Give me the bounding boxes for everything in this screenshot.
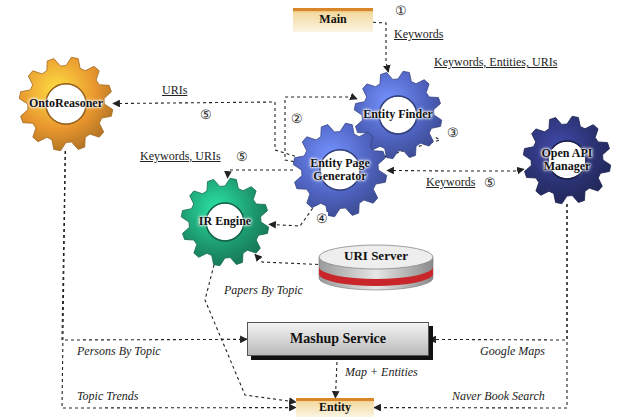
node-label: URI Server — [344, 249, 408, 263]
edge-label: URIs — [160, 84, 189, 98]
callout-number: ③ — [447, 126, 459, 140]
mashup-box: Mashup Service — [247, 322, 429, 356]
connector-arrow — [387, 169, 524, 171]
edge-label: Papers By Topic — [222, 284, 305, 298]
connector-arrow — [429, 204, 567, 340]
connector-arrow — [113, 102, 295, 156]
open-api-gear: Open API Manager — [522, 115, 612, 205]
page-generator-gear: Entity Page Generator — [292, 122, 388, 218]
connector-arrow — [62, 151, 296, 408]
onto-reasoner-gear: OntoReasoner — [18, 56, 114, 152]
node-label: Mashup Service — [290, 331, 386, 346]
edge-label: Keywords — [424, 176, 477, 190]
callout-number: ⑤ — [200, 108, 212, 122]
gear-body — [181, 178, 268, 265]
edge-label: Keywords — [392, 28, 445, 42]
main-bar: Main — [293, 8, 373, 32]
node-label: OntoReasoner — [29, 97, 103, 110]
node-label: Open API Manager — [528, 147, 607, 173]
bar-fill — [296, 398, 374, 417]
edge-label: Keywords, Entities, URIs — [432, 56, 559, 70]
callout-number: ⑤ — [236, 150, 248, 164]
connector-arrow — [373, 22, 388, 72]
node-label: Main — [319, 13, 346, 26]
node-label: Entity Finder — [363, 108, 433, 121]
edge-label: Google Maps — [478, 345, 547, 359]
connector-arrow — [335, 356, 337, 398]
entity-bar: Entity — [296, 398, 374, 417]
edge-label: Topic Trends — [75, 390, 140, 404]
uri-server-disk: URI Server — [318, 243, 434, 291]
callout-number: ② — [291, 112, 303, 126]
callout-number: ④ — [316, 212, 328, 226]
gear-body — [523, 116, 610, 203]
edge-label: Persons By Topic — [75, 345, 163, 359]
box-fill — [248, 323, 429, 356]
connector-arrow — [228, 170, 293, 178]
connector-arrow — [255, 254, 318, 264]
bar-top-stripe — [293, 8, 373, 11]
gear-body — [19, 57, 112, 150]
callout-number: ① — [395, 4, 407, 18]
edge-label: Map + Entities — [343, 366, 420, 380]
ir-engine-gear: IR Engine — [180, 177, 270, 267]
bar-fill — [293, 8, 373, 32]
edge-label: Keywords, URIs — [138, 150, 223, 164]
node-label: Entity Page Generator — [298, 157, 382, 183]
disk-top — [319, 245, 433, 269]
connector-arrow — [269, 208, 313, 226]
node-label: IR Engine — [199, 215, 251, 228]
callout-number: ⑤ — [484, 176, 496, 190]
disk-band — [319, 267, 433, 286]
node-label: Entity — [319, 401, 351, 414]
edge-label: Naver Book Search — [450, 390, 547, 404]
gear-body — [293, 123, 386, 216]
